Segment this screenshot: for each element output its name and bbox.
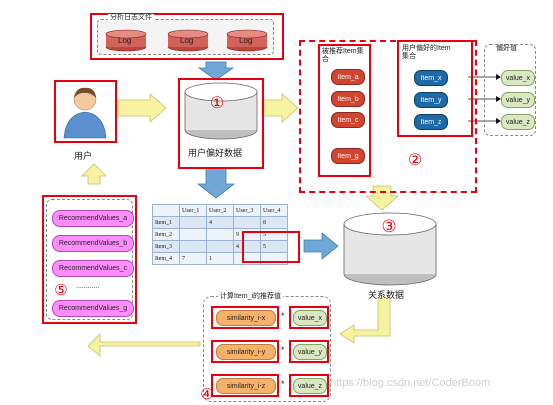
arrow-db3-to-compute	[339, 297, 391, 344]
user-item-matrix: User_1 User_2 User_3 User_4 Item_1 4 8 I…	[152, 204, 288, 265]
user-pref-items-title: 用户偏好的Item集合	[402, 45, 451, 60]
similarity-i-z: similarity_i-z	[216, 378, 276, 394]
matrix-cell: 1	[206, 252, 234, 265]
item-b: Item_b	[331, 91, 365, 107]
matrix-highlight	[242, 231, 300, 263]
matrix-row: Item_3 4 5	[152, 240, 288, 253]
arrow-user-to-db	[117, 93, 167, 123]
user-icon	[63, 87, 107, 139]
recommend-values-box	[42, 195, 137, 324]
matrix-cell	[179, 216, 207, 229]
log-label-1: Log	[118, 36, 132, 45]
compute-title: 计算Item_i的推荐值	[218, 293, 284, 301]
similarity-i-x: similarity_i-x	[216, 310, 276, 326]
matrix-cell	[179, 228, 207, 241]
arrow-db-to-items	[261, 93, 299, 123]
matrix-cell: Item_2	[152, 228, 180, 241]
matrix-cell: Item_1	[152, 216, 180, 229]
compute-value-box-3	[289, 374, 329, 397]
matrix-cell: Item_4	[152, 252, 180, 265]
compute-value-box-1	[289, 306, 329, 329]
matrix-cell: 5	[260, 240, 288, 253]
matrix-header-cell: User_2	[206, 204, 234, 217]
user-label: 用户	[74, 151, 93, 161]
arrow-db-to-matrix	[196, 167, 236, 199]
compute-similarity-box-3	[211, 374, 279, 397]
arrow-compute-to-recommend	[87, 333, 201, 357]
recommend-value-g: RecommendValues_g	[52, 300, 134, 317]
matrix-cell: Item_3	[152, 240, 180, 253]
arrow-log-to-db	[197, 61, 235, 81]
log-label-3: Log	[239, 36, 253, 45]
user-pref-items-box	[397, 40, 473, 137]
log-icons	[105, 29, 268, 52]
matrix-cell: 8	[260, 216, 288, 229]
matrix-cell: 4	[206, 216, 234, 229]
item-c: Item_c	[331, 112, 365, 128]
matrix-cell	[206, 228, 234, 241]
db1-number: ①	[209, 92, 225, 112]
matrix-header-cell	[152, 204, 180, 217]
matrix-cell	[206, 240, 234, 253]
matrix-header-row: User_1 User_2 User_3 User_4	[152, 204, 288, 217]
matrix-header-cell: User_4	[260, 204, 288, 217]
item-sets-number: ②	[407, 149, 423, 169]
log-section-title: 分析日志文件	[108, 14, 154, 22]
item-x: Item_x	[414, 70, 448, 86]
item-y: Item_y	[414, 92, 448, 108]
value-x-pref: value_x	[501, 70, 535, 86]
pref-values-frame	[484, 44, 536, 136]
matrix-cell: 4	[233, 240, 261, 253]
compute-value-x: value_x	[293, 310, 327, 326]
multiply-sign-2: *	[281, 345, 285, 355]
matrix-header-cell: User_1	[179, 204, 207, 217]
recommend-values-frame	[46, 199, 133, 320]
compute-similarity-box-1	[211, 306, 279, 329]
db3-cylinder-icon	[343, 212, 437, 286]
matrix-cell	[179, 240, 207, 253]
pref-values-title: 偏好值	[496, 45, 517, 52]
compute-number: ④	[200, 385, 214, 403]
matrix-row: Item_1 4 8	[152, 216, 288, 229]
db3-number: ③	[381, 217, 397, 237]
db1-label: 用户偏好数据	[188, 148, 243, 158]
value-y-pref: value_y	[501, 92, 535, 108]
arrow-recommend-to-user	[81, 163, 107, 185]
log-cylinder-3	[226, 29, 268, 52]
log-label-2: Log	[180, 36, 194, 45]
multiply-sign-1: *	[281, 311, 285, 321]
user-box	[54, 80, 117, 143]
item-g: Item_g	[331, 148, 365, 164]
item-z: Item_z	[414, 114, 448, 130]
multiply-sign-3: *	[281, 379, 285, 389]
similarity-i-y: similarity_i-y	[216, 344, 276, 360]
watermark-text: https://blog.csdn.net/CoderBoom	[330, 377, 491, 389]
item-a: Item_a	[331, 69, 365, 85]
arrow-matrix-to-db3	[303, 232, 339, 260]
compute-value-y: value_y	[293, 344, 327, 360]
matrix-header-cell: User_3	[233, 204, 261, 217]
value-z-pref: value_z	[501, 114, 535, 130]
matrix-cell	[233, 216, 261, 229]
log-section-box	[90, 13, 284, 60]
db3-label: 关系数据	[368, 290, 405, 300]
recommend-value-b: RecommendValues_b	[52, 235, 134, 252]
log-cylinder-2	[167, 29, 209, 52]
recommend-value-a: RecommendValues_a	[52, 210, 134, 227]
db1-box	[178, 78, 264, 169]
item-sets-container	[299, 40, 477, 193]
recommend-value-c: RecommendValues_c	[52, 260, 134, 277]
recommend-values-number: ⑤	[54, 281, 68, 299]
db1-cylinder-icon	[184, 82, 258, 140]
recommend-values-ellipsis: ............	[76, 283, 100, 290]
compute-value-z: value_z	[293, 378, 327, 394]
log-cylinder-1	[105, 29, 147, 52]
recommended-items-title: 被推荐Item集合	[322, 48, 364, 63]
recommended-items-box	[318, 44, 371, 177]
compute-similarity-box-2	[211, 340, 279, 363]
compute-value-box-2	[289, 340, 329, 363]
matrix-cell: 7	[179, 252, 207, 265]
